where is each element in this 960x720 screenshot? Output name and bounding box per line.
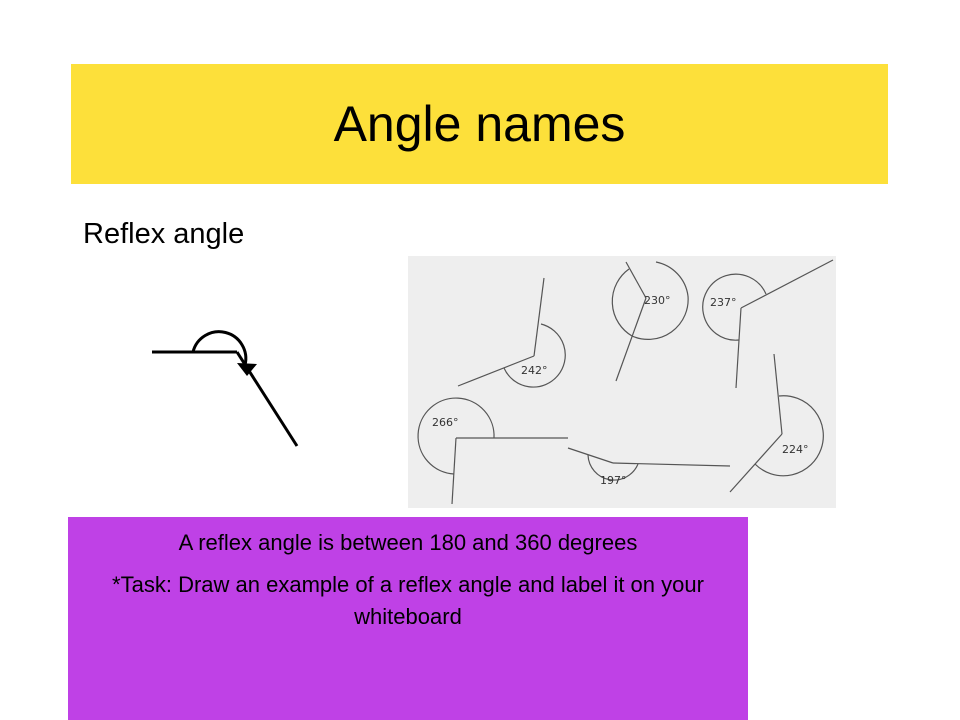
title-banner: Angle names bbox=[71, 64, 888, 184]
info-box: A reflex angle is between 180 and 360 de… bbox=[68, 517, 748, 720]
slide-title: Angle names bbox=[333, 96, 626, 152]
angle-label-197: 197° bbox=[600, 474, 627, 487]
angle-label-266: 266° bbox=[432, 416, 459, 429]
angle-label-230: 230° bbox=[644, 294, 671, 307]
task-text: *Task: Draw an example of a reflex angle… bbox=[112, 572, 704, 629]
angle-label-242: 242° bbox=[521, 364, 548, 377]
angle-label-224: 224° bbox=[782, 443, 809, 456]
diagram-reflex-arc bbox=[191, 330, 248, 366]
example-angle-237: 237° bbox=[702, 259, 834, 389]
angle-label-237: 237° bbox=[710, 296, 737, 309]
reflex-angle-diagram bbox=[152, 330, 299, 447]
slide-subtitle: Reflex angle bbox=[83, 218, 245, 250]
example-angle-266: 266° bbox=[417, 397, 568, 505]
reflex-angle-examples: 242° 230° 237° 266° bbox=[408, 256, 836, 508]
diagram-arrowhead bbox=[237, 363, 257, 376]
example-angle-242: 242° bbox=[457, 277, 566, 388]
example-angle-230: 230° bbox=[611, 261, 689, 382]
example-angle-224: 224° bbox=[729, 353, 824, 493]
example-angle-197: 197° bbox=[567, 447, 731, 487]
definition-text: A reflex angle is between 180 and 360 de… bbox=[178, 530, 638, 555]
